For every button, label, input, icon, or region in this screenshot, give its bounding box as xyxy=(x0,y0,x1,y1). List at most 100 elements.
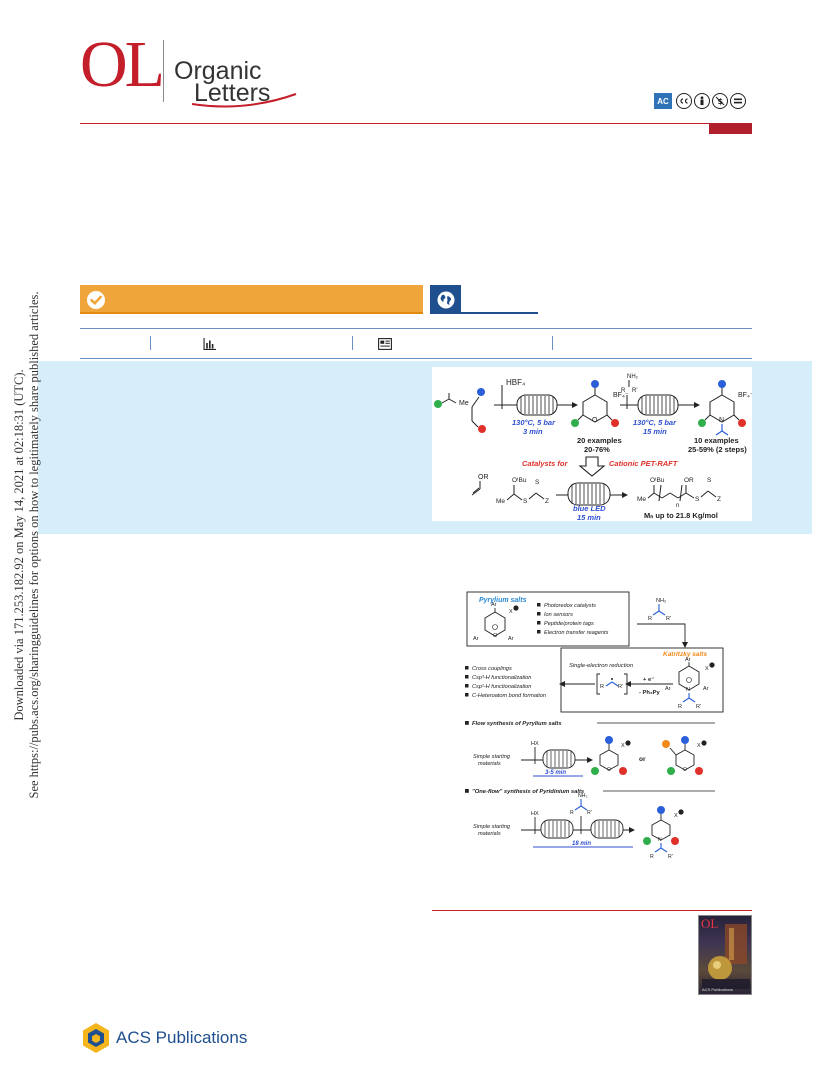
toc-cta: Me OᵗBu S S Z xyxy=(496,477,549,505)
journal-name-line1: Organic xyxy=(174,57,262,85)
pyrylium-use-2: Ion sensors xyxy=(544,612,573,618)
journal-name-line2: Letters xyxy=(194,79,271,107)
toc-graphic: Me HBF₄ 130°C, 5 bar 3 min xyxy=(432,367,752,521)
metrics-separator xyxy=(352,336,353,350)
ac-icon: AC xyxy=(654,93,672,109)
amine-nh2: NH₂ xyxy=(656,598,666,604)
oneflow-prod-rp: R' xyxy=(668,854,673,860)
toc-cta-z: Z xyxy=(545,498,549,505)
pyrylium-structure: Ar Ar Ar O X xyxy=(473,602,519,642)
oneflow-n-atom: N xyxy=(658,837,662,843)
toc-poly-z: Z xyxy=(717,496,721,503)
flow-or: or xyxy=(639,756,646,763)
oneflow-materials-label: materials xyxy=(478,831,501,837)
toc-poly-obu: OᵗBu xyxy=(650,477,665,484)
electron-label: + e⁻ xyxy=(643,677,654,683)
oneflow-coil1 xyxy=(540,819,574,839)
read-online-badge[interactable] xyxy=(430,285,461,314)
toc-down-arrow-icon xyxy=(578,456,606,477)
header-tab xyxy=(709,123,752,134)
kat-ar-right: Ar xyxy=(703,686,709,692)
footnote-rule xyxy=(432,910,752,911)
pyrylium-use-3: Peptide/protein tags xyxy=(544,621,594,627)
metrics-separator xyxy=(150,336,151,350)
ser-label: Single-electron reduction xyxy=(569,663,633,669)
flow-o1: O xyxy=(607,767,611,773)
amine-structure: NH₂ R R' xyxy=(648,598,671,622)
oneflow-coil2 xyxy=(590,819,624,839)
toc-time2: 15 min xyxy=(643,427,667,436)
metrics-bottom-rule xyxy=(80,358,752,359)
pyrylium-use-1: Photoredox catalysts xyxy=(544,603,596,609)
oneflow-amine: NH₂ R R' xyxy=(570,793,592,834)
cover-art xyxy=(702,924,750,989)
pyr-o-atom: O xyxy=(493,633,498,639)
toc-cond1: 130°C, 5 bar xyxy=(512,418,556,427)
oneflow-nh2: NH₂ xyxy=(578,793,588,799)
toc-examples1: 20 examples xyxy=(577,436,622,445)
flow-o2: O xyxy=(683,767,687,773)
toc-catalysts-label: Catalysts for xyxy=(522,459,569,468)
flow-pyrylium-product-2: O X xyxy=(662,736,707,775)
pyr-ar-right: Ar xyxy=(508,636,514,642)
toc-vinyl-ether: OR xyxy=(471,474,489,496)
toc-poly-or: OR xyxy=(684,477,694,484)
license-icons[interactable]: AC $ xyxy=(654,93,746,109)
toc-mn-label: Mₙ up to 21.8 Kg/mol xyxy=(644,511,718,520)
toc-n-atom: N xyxy=(719,417,724,424)
toc-poly-s2: S xyxy=(707,477,712,484)
nd-icon xyxy=(730,93,746,109)
katritzky-use-4: C-Heteroatom bond formation xyxy=(472,693,546,699)
cover-label: ACS Publications xyxy=(702,987,733,992)
toc-poly-me: Me xyxy=(637,496,646,503)
pyr-x: X xyxy=(509,609,513,615)
toc-yield2: 25-59% (2 steps) xyxy=(688,445,747,454)
pyrylium-title: Pyrylium salts xyxy=(479,597,527,604)
toc-cond2: 130°C, 5 bar xyxy=(633,418,677,427)
toc-reagent1: HBF₄ xyxy=(506,378,525,387)
metrics-chart-icon[interactable] xyxy=(203,338,216,350)
article-icon[interactable] xyxy=(378,338,392,350)
journal-cover-thumbnail[interactable]: OL ACS Publications xyxy=(698,915,752,995)
kat-ar-left: Ar xyxy=(665,686,671,692)
toc-yield1: 20-76% xyxy=(584,445,610,454)
toc-examples2: 10 examples xyxy=(694,436,739,445)
toc-counterion2: BF₄⁻ xyxy=(738,392,752,399)
download-watermark: Downloaded via 171.253.182.92 on May 14,… xyxy=(12,292,42,799)
toc-or-label: OR xyxy=(478,474,489,481)
radical-r: R xyxy=(600,684,604,690)
kat-n-atom: N xyxy=(686,687,690,693)
overview-figure: Pyrylium salts Ar Ar Ar O X Photoredox c… xyxy=(465,590,725,860)
cite-badge-rule xyxy=(80,312,423,314)
toc-pet-raft-label: Cationic PET-RAFT xyxy=(609,459,679,468)
toc-o-atom: O xyxy=(592,417,598,424)
flow-hx-label: HX xyxy=(531,741,539,747)
toc-r: R xyxy=(621,388,626,394)
check-circle-icon xyxy=(87,291,105,309)
ph3py-label: - Ph₃Py xyxy=(639,690,660,696)
toc-counterion1: BF₄⁻ xyxy=(613,392,629,399)
toc-coil3 xyxy=(567,482,611,506)
pyr-ar-left: Ar xyxy=(473,636,479,642)
radical-rp: R' xyxy=(618,684,623,690)
katritzky-structure: Ar Ar Ar N R R' X xyxy=(665,657,715,710)
cite-this-badge[interactable] xyxy=(80,285,423,314)
amine-rp: R' xyxy=(666,616,671,622)
flow-x2: X xyxy=(697,743,701,749)
flow-title: Flow synthesis of Pyrylium salts xyxy=(472,721,562,727)
kat-ar-top: Ar xyxy=(685,657,691,663)
toc-polymer: Me OᵗBu n OR S S Z xyxy=(637,477,721,509)
toc-time1: 3 min xyxy=(523,427,543,436)
globe-icon xyxy=(437,291,455,309)
katritzky-title: Katritzky salts xyxy=(663,651,707,658)
katritzky-use-2: Csp³-H functionalization xyxy=(472,675,531,681)
cc-icon xyxy=(676,93,692,109)
toc-cta-s1: S xyxy=(523,498,528,505)
toc-pyridinium: N BF₄⁻ xyxy=(698,380,752,436)
metrics-top-rule xyxy=(80,328,752,329)
logo-divider xyxy=(163,40,164,102)
toc-pyrylium: O BF₄⁻ xyxy=(571,380,629,427)
toc-poly-s1: S xyxy=(695,496,700,503)
oneflow-hx-label: HX xyxy=(531,811,539,817)
amine-r: R xyxy=(648,616,652,622)
